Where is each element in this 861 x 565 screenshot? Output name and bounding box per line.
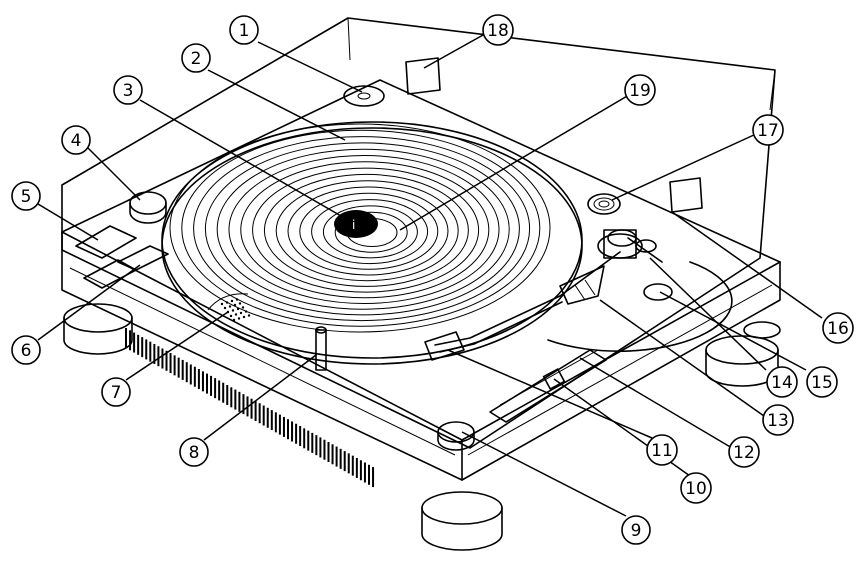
strobe-dot: [235, 313, 237, 315]
strobe-dot: [226, 301, 228, 303]
strobe-dot: [231, 300, 233, 302]
foot-back: [744, 322, 780, 338]
callout-10: 10: [681, 473, 711, 503]
callout-13: 13: [763, 405, 793, 435]
strobe-dot: [238, 317, 240, 319]
strobe-dot: [239, 302, 241, 304]
callout-17-number: 17: [757, 121, 779, 141]
foot-left: [64, 304, 132, 354]
strobe-dot: [224, 307, 226, 309]
callout-2: 2: [182, 44, 210, 72]
callout-10-number: 10: [685, 479, 707, 499]
callout-15: 15: [807, 367, 837, 397]
callout-11: 11: [647, 435, 677, 465]
callout-14: 14: [767, 367, 797, 397]
callout-14-number: 14: [771, 373, 793, 393]
strobe-dot: [236, 298, 238, 300]
anti-skate: [644, 284, 672, 300]
callout-9: 9: [622, 516, 650, 544]
headshell-rest: [588, 194, 620, 214]
callout-19: 19: [625, 75, 655, 105]
strobe-dot: [240, 312, 242, 314]
callout-9-number: 9: [631, 521, 642, 541]
callout-4-number: 4: [71, 131, 82, 151]
platter: i: [162, 122, 582, 364]
stroboscope-light: [316, 327, 326, 370]
adapter-holder: [344, 86, 384, 106]
callout-3-number: 3: [123, 81, 134, 101]
callout-12-number: 12: [733, 443, 755, 463]
callout-16: 16: [823, 313, 853, 343]
strobe-dot: [232, 309, 234, 311]
front-vent-slots: [126, 328, 373, 487]
callout-4: 4: [62, 126, 90, 154]
strobe-dot: [248, 314, 250, 316]
callout-18: 18: [483, 15, 513, 45]
callout-3: 3: [114, 76, 142, 104]
strobe-dot: [243, 316, 245, 318]
callout-5: 5: [12, 182, 40, 210]
callout-18-number: 18: [487, 21, 509, 41]
strobe-dot: [230, 315, 232, 317]
callout-2-number: 2: [191, 49, 202, 69]
callout-7-number: 7: [111, 383, 122, 403]
spindle: i: [352, 218, 355, 232]
callout-13-number: 13: [767, 411, 789, 431]
strobe-dot: [229, 305, 231, 307]
callout-17: 17: [753, 115, 783, 145]
callout-16-number: 16: [827, 319, 849, 339]
callout-5-number: 5: [21, 187, 32, 207]
callout-1: 1: [230, 16, 258, 44]
tonearm: [425, 230, 732, 360]
strobe-dot: [234, 304, 236, 306]
callout-11-number: 11: [651, 441, 673, 461]
callout-7: 7: [102, 378, 130, 406]
callout-1-number: 1: [239, 21, 250, 41]
callout-6-number: 6: [21, 341, 32, 361]
strobe-dot: [221, 303, 223, 305]
callout-19-number: 19: [629, 81, 651, 101]
strobe-dot: [237, 308, 239, 310]
foot-front: [422, 492, 502, 550]
callout-12: 12: [729, 437, 759, 467]
record-label: [334, 210, 378, 238]
callout-15-number: 15: [811, 373, 833, 393]
callout-8: 8: [180, 438, 208, 466]
callout-6: 6: [12, 336, 40, 364]
dust-cover: [62, 18, 775, 448]
strobe-dot: [245, 310, 247, 312]
callout-8-number: 8: [189, 443, 200, 463]
strobe-dot: [233, 319, 235, 321]
strobe-dot: [242, 306, 244, 308]
headshell: [425, 332, 464, 360]
